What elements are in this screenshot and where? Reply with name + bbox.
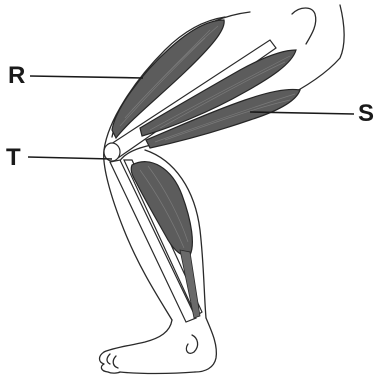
leg-muscles: [112, 20, 300, 318]
label-r-group: R: [8, 62, 143, 89]
label-t-group: T: [6, 144, 112, 171]
leader-line-r: [30, 76, 143, 78]
label-s: S: [358, 100, 374, 127]
leader-line-t: [28, 157, 112, 159]
leg-outline: [100, 5, 345, 374]
label-r: R: [8, 62, 25, 89]
label-t: T: [6, 144, 21, 171]
